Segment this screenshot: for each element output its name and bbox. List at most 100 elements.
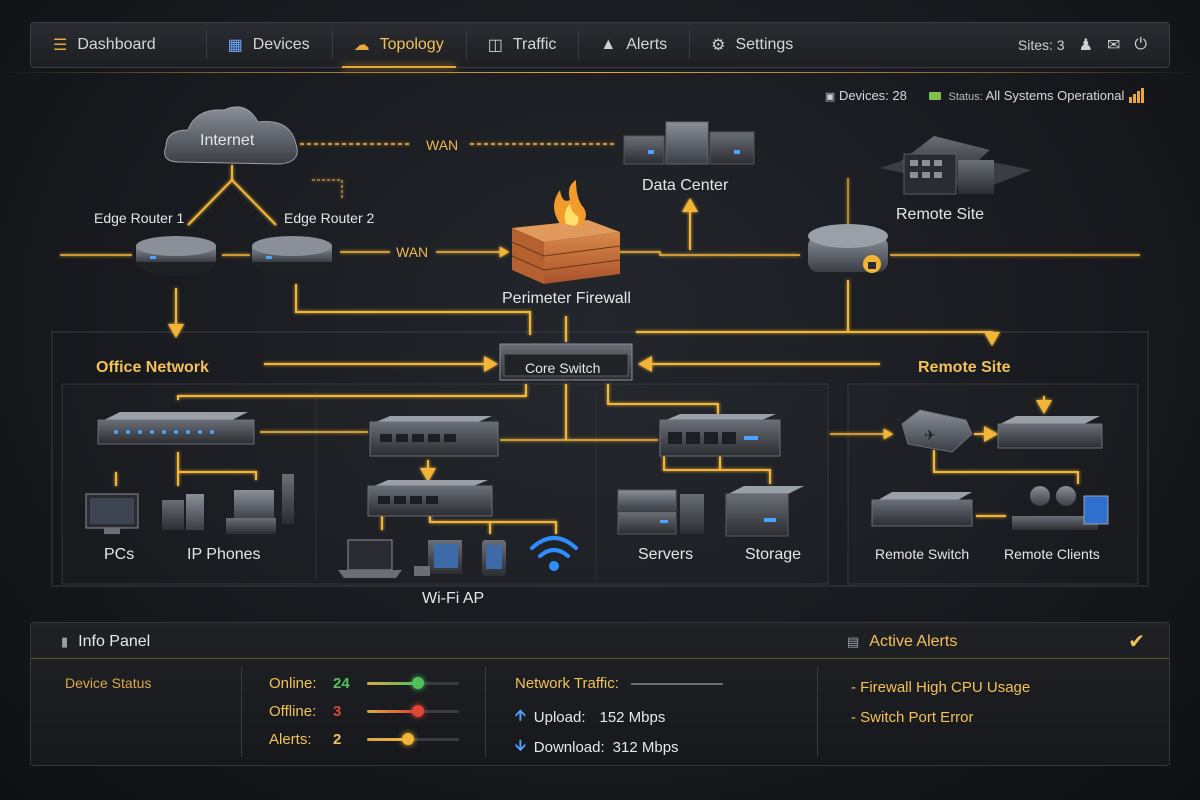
download-arrow-icon: 🡫	[515, 737, 526, 754]
wifi-ap-label: Wi-Fi AP	[422, 590, 485, 607]
wifi-icon[interactable]	[530, 536, 578, 571]
remote-clients-icon[interactable]	[1012, 486, 1109, 530]
storage-icon[interactable]	[725, 486, 804, 537]
nav-settings[interactable]: ⚙ Settings	[689, 23, 815, 67]
servers-label: Servers	[638, 546, 694, 563]
info-panel: ▮ Info Panel ▤ Active Alerts ✔ Device St…	[30, 622, 1170, 766]
info-panel-title: ▮ Info Panel	[61, 633, 151, 650]
devices-icon: ▦	[227, 37, 243, 54]
alert-item[interactable]: - Switch Port Error	[851, 709, 974, 726]
stat-online: Online: 24	[269, 675, 459, 692]
signal-bars-icon	[1128, 88, 1144, 103]
edge-router-2-label: Edge Router 2	[284, 210, 375, 226]
remote-router-icon[interactable]: ✈	[901, 409, 973, 453]
ip-phones-label: IP Phones	[187, 546, 261, 563]
edge-router-2-icon[interactable]	[252, 236, 332, 276]
pc-icon[interactable]	[85, 493, 139, 534]
laptop-icon[interactable]	[338, 539, 402, 578]
edge-router-1-icon[interactable]	[136, 236, 216, 276]
nav-label: Devices	[252, 36, 310, 53]
remote-site-box	[847, 383, 1139, 585]
status-bar: ▣ Devices: 28 Status: All Systems Operat…	[825, 88, 1144, 103]
download-row: 🡫 Download: 312 Mbps	[515, 735, 679, 760]
topology-icon: ☁	[353, 37, 370, 54]
alert-icon: ▲	[600, 36, 617, 53]
vpn-router-icon[interactable]	[808, 224, 888, 273]
traffic-rule	[631, 683, 723, 685]
panel-divider	[485, 667, 486, 757]
panel-divider	[817, 667, 818, 757]
upload-row: 🡩 Upload: 152 Mbps	[515, 705, 665, 730]
system-status: Status: All Systems Operational	[928, 88, 1144, 103]
remote-site-building-icon[interactable]	[880, 136, 1032, 195]
remote-site-title: Remote Site	[918, 359, 1011, 376]
nav-label: Settings	[735, 36, 794, 53]
offline-slider	[367, 705, 459, 717]
mail-icon[interactable]: ✉	[1106, 37, 1121, 54]
core-switch-label: Core Switch	[525, 360, 601, 376]
status-value: All Systems Operational	[985, 88, 1125, 103]
dashboard-icon: ☰	[53, 37, 68, 54]
nav-dashboard[interactable]: ☰ Dashboard	[31, 23, 178, 67]
nav-topology[interactable]: ☁ Topology	[331, 23, 466, 68]
alert-item[interactable]: - Firewall High CPU Usage	[851, 679, 1031, 696]
remote-clients-label: Remote Clients	[1004, 546, 1100, 562]
server-switch-icon[interactable]	[659, 414, 781, 457]
upload-arrow-icon: 🡩	[515, 707, 526, 724]
connection-lines	[60, 143, 1140, 534]
server-icon[interactable]	[617, 489, 704, 535]
stat-alerts: Alerts: 2	[269, 731, 459, 748]
nav-glow-line	[0, 72, 1200, 73]
distribution-switch-icon[interactable]	[369, 416, 499, 457]
traffic-icon: ◫	[487, 37, 503, 54]
gear-icon: ⚙	[711, 37, 726, 54]
power-icon[interactable]: ⏻	[1134, 36, 1147, 53]
wan-label-top: WAN	[426, 137, 459, 153]
user-icon[interactable]: ♟	[1078, 37, 1093, 54]
storage-label: Storage	[745, 546, 802, 563]
data-center-icon[interactable]	[623, 121, 755, 165]
wan-label-mid: WAN	[396, 244, 429, 260]
nav-right: Sites: 3 ♟ ✉ ⏻	[1018, 35, 1169, 55]
ip-phone-icon[interactable]	[162, 494, 204, 530]
remote-site-label: Remote Site	[896, 206, 985, 223]
tablet-icon[interactable]	[414, 540, 462, 576]
alerts-slider	[367, 733, 459, 745]
internet-cloud-icon[interactable]	[164, 106, 298, 165]
nav-devices[interactable]: ▦ Devices	[205, 23, 332, 67]
stat-offline: Offline: 3	[269, 703, 459, 720]
networks-frame	[51, 331, 1149, 587]
sites-count: Sites: 3	[1017, 37, 1065, 53]
remote-switch-icon[interactable]	[871, 492, 973, 527]
nav-label: Topology	[379, 36, 444, 53]
network-traffic-title: Network Traffic:	[515, 675, 619, 692]
office-network-box	[61, 383, 829, 585]
office-network-title: Office Network	[96, 359, 209, 376]
status-prefix: Status:	[948, 91, 983, 103]
info-panel-icon: ▮	[61, 634, 69, 649]
core-switch-icon[interactable]	[499, 343, 633, 381]
remote-access-switch-icon[interactable]	[997, 416, 1103, 449]
active-alerts-title: ▤ Active Alerts	[847, 633, 958, 650]
firewall-icon[interactable]	[511, 180, 621, 284]
nav-label: Traffic	[512, 36, 557, 53]
nav-alerts[interactable]: ▲ Alerts	[578, 23, 689, 67]
device-icon: ▣	[824, 91, 836, 103]
devices-count: ▣ Devices: 28	[824, 88, 907, 103]
firewall-label: Perimeter Firewall	[502, 290, 631, 307]
wifi-switch-icon[interactable]	[367, 480, 493, 517]
desktop-icon[interactable]	[226, 474, 294, 534]
access-switch-icon[interactable]	[97, 412, 255, 445]
internet-label: Internet	[200, 132, 255, 149]
nav-traffic[interactable]: ◫ Traffic	[465, 23, 579, 67]
check-icon[interactable]: ✔	[1128, 631, 1145, 653]
nav-label: Dashboard	[77, 36, 156, 53]
status-ok-icon	[928, 92, 941, 100]
phone-icon[interactable]	[482, 540, 506, 576]
device-status-label: Device Status	[65, 675, 152, 691]
svg-text:✈: ✈	[924, 428, 936, 444]
data-center-label: Data Center	[642, 177, 729, 194]
online-slider	[367, 677, 459, 689]
pcs-label: PCs	[104, 546, 135, 563]
info-panel-header	[31, 623, 1169, 659]
